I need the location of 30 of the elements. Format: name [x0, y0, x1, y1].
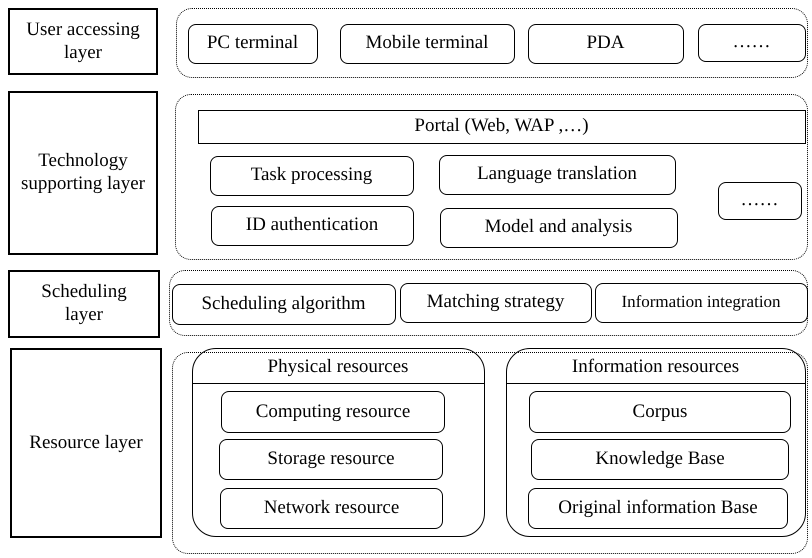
component-box: Original information Base — [528, 488, 788, 529]
group-heading: Physical resources — [192, 348, 484, 384]
component-box: …… — [698, 24, 806, 62]
component-box: PDA — [528, 24, 684, 64]
resource-group — [192, 348, 484, 536]
component-box: Scheduling algorithm — [172, 284, 396, 324]
component-box: Corpus — [529, 391, 791, 433]
layer-label-box: Scheduling layer — [8, 270, 160, 338]
component-box: Mobile terminal — [340, 24, 514, 64]
portal-bar: Portal (Web, WAP ,…) — [198, 110, 806, 144]
layer-container — [176, 8, 808, 78]
layer-container — [175, 94, 808, 260]
component-box: ID authentication — [210, 206, 414, 246]
component-box: Information integration — [594, 282, 808, 322]
layer-label-box: Technology supporting layer — [8, 91, 158, 255]
component-box: Task processing — [210, 156, 414, 196]
component-box: Computing resource — [221, 391, 445, 433]
component-box: …… — [718, 182, 802, 220]
layer-container — [169, 270, 808, 336]
layer-label-box: User accessing layer — [8, 8, 158, 75]
component-box: Language translation — [438, 154, 676, 194]
resource-group — [506, 348, 806, 536]
component-box: PC terminal — [188, 24, 318, 64]
component-box: Model and analysis — [440, 208, 678, 248]
component-box: Storage resource — [219, 439, 443, 480]
component-box: Network resource — [220, 488, 443, 529]
component-box: Matching strategy — [400, 282, 592, 322]
component-box: Knowledge Base — [531, 439, 789, 480]
layer-label-box: Resource layer — [10, 348, 162, 538]
group-heading: Information resources — [506, 348, 804, 384]
